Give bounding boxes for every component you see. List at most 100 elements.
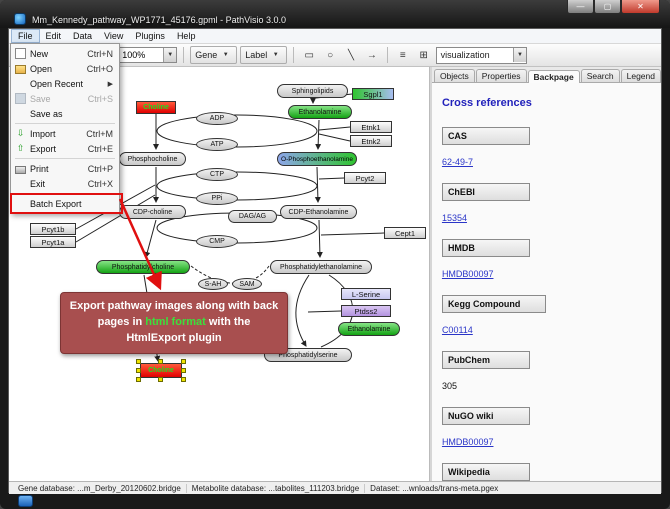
node-etnk2[interactable]: Etnk2: [350, 135, 392, 147]
menu-edit[interactable]: Edit: [45, 31, 62, 41]
node-sphingolipids[interactable]: Sphingolipids: [277, 84, 348, 98]
zoom-input[interactable]: [119, 48, 164, 62]
selection-handle[interactable]: [181, 377, 186, 382]
zoom-combobox[interactable]: ▼: [118, 47, 178, 63]
export-icon: ⇧: [16, 143, 25, 153]
node-choline-selected[interactable]: Choline: [136, 359, 186, 382]
align-tool-button[interactable]: ≡: [394, 46, 412, 64]
node-pcyt1b[interactable]: Pcyt1b: [30, 223, 76, 235]
submenu-arrow-icon: ▶: [107, 80, 113, 88]
printer-icon: [15, 166, 26, 174]
menu-item-export[interactable]: ⇧ Export Ctrl+E: [16, 143, 113, 154]
close-button[interactable]: ✕: [621, 0, 660, 14]
node-phosphatidylethanolamine[interactable]: Phosphatidylethanolamine: [270, 260, 372, 274]
menu-item-save-as[interactable]: Save as: [30, 108, 63, 119]
xref-link[interactable]: HMDB00097: [441, 437, 494, 447]
selection-handle[interactable]: [136, 368, 141, 373]
window-title: Mm_Kennedy_pathway_WP1771_45176.gpml - P…: [32, 15, 286, 25]
node-cdp-choline[interactable]: CDP-choline: [119, 205, 186, 219]
node-phosphatidylcholine[interactable]: Phosphatidylcholine: [96, 260, 190, 274]
node-ppi[interactable]: PPi: [196, 192, 238, 205]
menu-item-import[interactable]: ⇩ Import Ctrl+M: [16, 128, 113, 139]
xref-link[interactable]: C00114: [441, 325, 473, 335]
node-pcyt1a[interactable]: Pcyt1a: [30, 236, 76, 248]
chevron-down-icon: ▼: [222, 52, 229, 58]
xref-value: 305: [441, 381, 457, 391]
menu-item-open[interactable]: Open Ctrl+O: [11, 61, 119, 76]
selection-handle[interactable]: [158, 377, 163, 382]
tab-objects[interactable]: Objects: [433, 69, 475, 82]
app-icon: [14, 13, 26, 25]
node-sgpl1[interactable]: Sgpl1: [352, 88, 394, 100]
menu-item-exit[interactable]: Exit Ctrl+X: [30, 178, 113, 189]
node-sam[interactable]: SAM: [232, 278, 262, 290]
menu-item-save[interactable]: Save Ctrl+S: [11, 91, 119, 106]
node-ctp[interactable]: CTP: [196, 168, 238, 181]
node-sah[interactable]: S-AH: [198, 278, 228, 290]
selection-handle[interactable]: [181, 359, 186, 364]
visualization-combobox[interactable]: visualization ▼: [435, 46, 527, 64]
menu-plugins[interactable]: Plugins: [135, 31, 165, 41]
side-panel: Objects Properties Backpage Search Legen…: [431, 67, 661, 481]
xref-link[interactable]: 62-49-7: [441, 157, 473, 167]
rect-tool-button[interactable]: ▭: [300, 46, 318, 64]
node-ethanolamine-top[interactable]: Ethanolamine: [288, 105, 352, 119]
selection-handle[interactable]: [136, 377, 141, 382]
side-panel-tabs: Objects Properties Backpage Search Legen…: [431, 67, 661, 83]
toolbar-separator: [183, 47, 185, 63]
chevron-down-icon[interactable]: ▼: [163, 48, 177, 62]
node-atp[interactable]: ATP: [196, 138, 238, 151]
stack-tool-button[interactable]: ⊞: [415, 46, 433, 64]
tab-search[interactable]: Search: [580, 69, 620, 82]
import-icon: ⇩: [16, 128, 25, 138]
oval-tool-button[interactable]: ○: [321, 46, 339, 64]
node-cmp[interactable]: CMP: [196, 235, 238, 248]
line-tool-button[interactable]: ╲: [342, 46, 360, 64]
node-ptdss2[interactable]: Ptdss2: [341, 305, 391, 317]
menu-view[interactable]: View: [104, 31, 124, 41]
node-ethanolamine-right[interactable]: Ethanolamine: [338, 322, 400, 336]
selection-handle[interactable]: [158, 359, 163, 364]
menu-bar: File Edit Data View Plugins Help: [9, 29, 661, 44]
menu-item-open-recent[interactable]: Open Recent ▶: [30, 78, 113, 89]
toolbar: Zoom: ▼ Gene ▼ Label ▼ ▭ ○ ╲ → ≡ ⊞ vi: [9, 44, 661, 67]
panel-splitter[interactable]: [429, 67, 432, 481]
node-etnk1[interactable]: Etnk1: [350, 121, 392, 133]
menu-item-print[interactable]: Print Ctrl+P: [11, 161, 119, 176]
maximize-button[interactable]: ▢: [594, 0, 621, 14]
xref-section-nugo: NuGO wiki HMDB00097: [441, 407, 651, 450]
node-l-serine[interactable]: L-Serine: [341, 288, 391, 300]
selection-handle[interactable]: [181, 368, 186, 373]
align-tool-icon: ≡: [399, 49, 406, 61]
xref-link[interactable]: HMDB00097: [441, 269, 494, 279]
menu-item-new[interactable]: New Ctrl+N: [11, 46, 119, 61]
cross-references-heading: Cross references: [441, 97, 532, 109]
status-gene-database: Gene database: ...m_Derby_20120602.bridg…: [13, 483, 187, 493]
tab-properties[interactable]: Properties: [475, 69, 527, 82]
node-phosphocholine[interactable]: Phosphocholine: [119, 152, 186, 166]
node-choline-top[interactable]: Choline: [136, 101, 176, 114]
menu-data[interactable]: Data: [73, 31, 93, 41]
node-o-phosphoethanolamine[interactable]: O-Phosphoethanolamine: [277, 152, 357, 166]
label-dropdown[interactable]: Label ▼: [240, 46, 288, 64]
menu-item-batch-export[interactable]: Batch Export: [10, 193, 123, 214]
arrow-tool-button[interactable]: →: [363, 46, 381, 64]
status-metabolite-database: Metabolite database: ...tabolites_111203…: [187, 483, 366, 493]
tab-backpage[interactable]: Backpage: [527, 70, 580, 83]
arrow-tool-icon: →: [366, 49, 377, 61]
selection-handle[interactable]: [136, 359, 141, 364]
gene-datanode-dropdown[interactable]: Gene ▼: [190, 46, 238, 64]
minimize-button[interactable]: —: [567, 0, 594, 14]
node-cept1[interactable]: Cept1: [384, 227, 426, 239]
menu-file[interactable]: File: [11, 29, 40, 43]
xref-link[interactable]: 15354: [441, 213, 467, 223]
tab-legend[interactable]: Legend: [620, 69, 661, 82]
node-pcyt2[interactable]: Pcyt2: [344, 172, 386, 184]
file-menu: New Ctrl+N Open Ctrl+O Open Recent ▶ Sav…: [10, 43, 123, 214]
menu-help[interactable]: Help: [176, 31, 196, 41]
node-adp[interactable]: ADP: [196, 112, 238, 125]
taskbar-icon[interactable]: [18, 495, 33, 507]
node-cdp-ethanolamine[interactable]: CDP-Ethanolamine: [280, 205, 357, 219]
node-dag[interactable]: DAG/AG: [228, 210, 277, 223]
xref-section-cas: CAS 62-49-7: [441, 127, 651, 170]
